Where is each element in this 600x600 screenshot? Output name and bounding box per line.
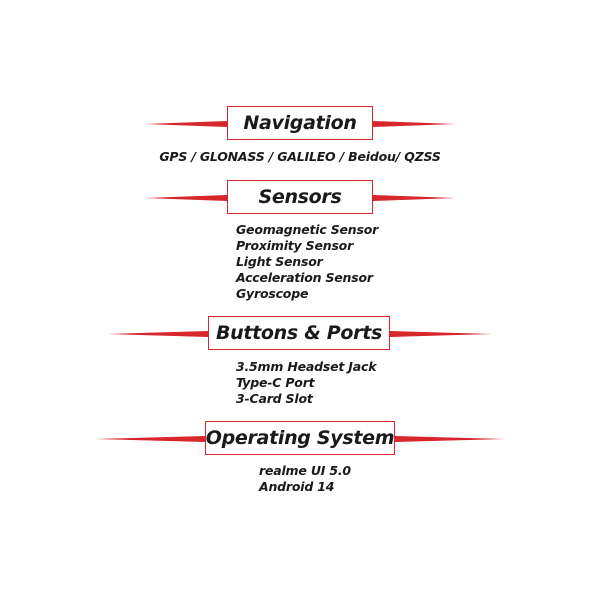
section-title: Operating System [205,427,395,449]
section-title-box: Sensors [227,180,373,214]
list-item: realme UI 5.0 [259,463,351,478]
list-item: Gyroscope [236,286,309,301]
list-item: Acceleration Sensor [236,270,373,285]
list-item: Geomagnetic Sensor [236,222,379,237]
list-item: Android 14 [259,479,335,494]
decorative-rule-left [108,331,208,337]
section-header-operating-system: Operating System [95,421,505,457]
list-item: GPS / GLONASS / GALILEO / Beidou/ QZSS [159,149,441,164]
section-items-operating-system: realme UI 5.0 Android 14 [259,463,351,495]
section-items-navigation: GPS / GLONASS / GALILEO / Beidou/ QZSS [100,149,500,165]
section-title-box: Navigation [227,106,373,140]
section-title-box: Operating System [205,421,395,455]
section-title-box: Buttons & Ports [208,316,390,350]
section-header-sensors: Sensors [145,180,455,216]
list-item: 3.5mm Headset Jack [236,359,377,374]
section-title: Navigation [243,112,357,134]
list-item: Light Sensor [236,254,323,269]
list-item: Proximity Sensor [236,238,354,253]
section-header-buttons-ports: Buttons & Ports [108,316,492,352]
decorative-rule-right [373,121,455,127]
section-title: Buttons & Ports [215,322,383,344]
section-items-sensors: Geomagnetic Sensor Proximity Sensor Ligh… [236,222,378,302]
decorative-rule-right [390,331,492,337]
decorative-rule-left [145,121,227,127]
list-item: 3-Card Slot [236,391,313,406]
section-header-navigation: Navigation [145,106,455,142]
list-item: Type-C Port [236,375,315,390]
decorative-rule-right [395,436,505,442]
section-title: Sensors [258,186,342,208]
decorative-rule-right [373,195,455,201]
section-items-buttons-ports: 3.5mm Headset Jack Type-C Port 3-Card Sl… [236,359,377,407]
decorative-rule-left [145,195,227,201]
decorative-rule-left [95,436,205,442]
